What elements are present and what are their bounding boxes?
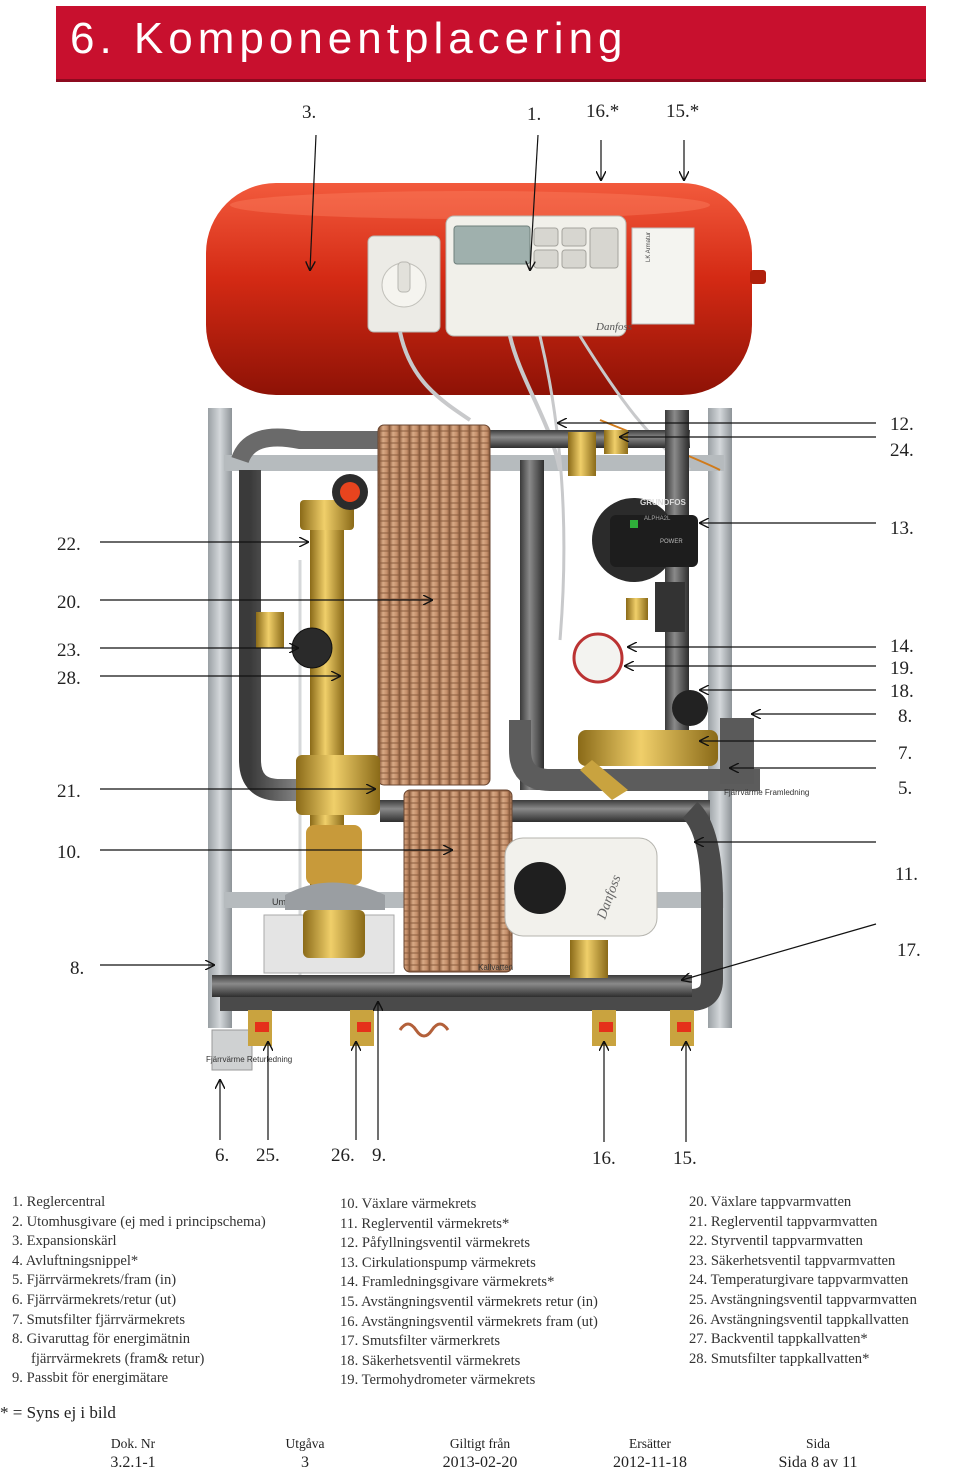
pump-model: ALPHA2L bbox=[644, 516, 671, 522]
legend-item: 14. Framledningsgivare värmekrets* bbox=[340, 1274, 555, 1291]
legend-item: 11. Reglerventil värmekrets* bbox=[340, 1215, 510, 1232]
callout-14: 14. bbox=[890, 636, 914, 657]
legend-item: 21. Reglerventil tappvarmvatten bbox=[689, 1213, 878, 1230]
callout-16star: 16.* bbox=[586, 101, 620, 122]
callout-26: 26. bbox=[331, 1145, 355, 1166]
legend-item: 15. Avstängningsventil värmekrets retur … bbox=[340, 1293, 598, 1310]
callout-11: 11. bbox=[895, 864, 919, 885]
legend-col-1: 1. Reglercentral 2. Utomhusgivare (ej me… bbox=[12, 1193, 266, 1389]
label-fjarr-fram: Fjärrvärme Framledning bbox=[724, 788, 809, 797]
legend-item: 13. Cirkulationspump värmekrets bbox=[340, 1254, 536, 1271]
callout-25: 25. bbox=[256, 1145, 280, 1166]
legend-item: 25. Avstängningsventil tappvarmvatten bbox=[689, 1291, 917, 1308]
callout-1: 1. bbox=[527, 104, 542, 125]
callout-8-left: 8. bbox=[70, 958, 85, 979]
footer-sida: Sida Sida 8 av 11 bbox=[778, 1436, 858, 1471]
callout-13: 13. bbox=[890, 518, 914, 539]
label-fjarr-retur: Fjärrvärme Returledning bbox=[206, 1055, 292, 1064]
legend-item: 10. Växlare värmekrets bbox=[340, 1196, 477, 1212]
footer-doknr: Dok. Nr 3.2.1-1 bbox=[110, 1436, 156, 1471]
callout-7: 7. bbox=[898, 743, 913, 764]
legend-item: fjärrvärmekrets (fram& retur) bbox=[31, 1350, 205, 1367]
legend-item: 18. Säkerhetsventil värmekrets bbox=[340, 1352, 521, 1369]
legend-item: 2. Utomhusgivare (ej med i principschema… bbox=[12, 1213, 266, 1230]
legend-col-3: 20. Växlare tappvarmvatten 21. Reglerven… bbox=[689, 1193, 917, 1369]
legend-item: 7. Smutsfilter fjärrvärmekrets bbox=[12, 1311, 186, 1328]
callout-20: 20. bbox=[57, 592, 81, 613]
legend-item: 6. Fjärrvärmekrets/retur (ut) bbox=[12, 1291, 177, 1308]
page-title: 6. Komponentplacering bbox=[70, 14, 628, 63]
callout-10: 10. bbox=[57, 842, 81, 863]
legend-item: 27. Backventil tappkallvatten* bbox=[689, 1331, 868, 1348]
legend-item: 9. Passbit för energimätare bbox=[12, 1370, 169, 1387]
callout-21: 21. bbox=[57, 781, 81, 802]
legend-item: 4. Avluftningsnippel* bbox=[12, 1252, 139, 1269]
page-header: 6. Komponentplacering bbox=[56, 6, 926, 82]
document-footer: Dok. Nr 3.2.1-1 Utgåva 3 Giltigt från 20… bbox=[0, 1436, 960, 1473]
callout-5: 5. bbox=[898, 778, 913, 799]
lk-label: LK Armatur bbox=[646, 232, 652, 262]
callout-8-right: 8. bbox=[898, 706, 913, 727]
callout-16: 16. bbox=[592, 1148, 616, 1169]
callout-24: 24. bbox=[890, 440, 914, 461]
legend-item: 26. Avstängningsventil tappkallvatten bbox=[689, 1311, 909, 1328]
legend-item: 24. Temperaturgivare tappvarmvatten bbox=[689, 1272, 909, 1289]
legend-item: 8. Givaruttag för energimätnin bbox=[12, 1331, 191, 1348]
controller-brand: Danfoss bbox=[595, 321, 632, 333]
callout-22: 22. bbox=[57, 534, 81, 555]
callout-3: 3. bbox=[302, 102, 317, 123]
footer-utgava: Utgåva 3 bbox=[285, 1436, 325, 1471]
pump-power: POWER bbox=[660, 539, 683, 545]
footnote: * = Syns ej i bild bbox=[0, 1403, 116, 1422]
footer-giltigt: Giltigt från 2013-02-20 bbox=[442, 1436, 518, 1471]
footer-ersatter: Ersätter 2012-11-18 bbox=[612, 1436, 688, 1471]
component-photo: Danfoss LK Armatur Fjärrvärme Framlednin… bbox=[100, 134, 877, 1142]
frame-left bbox=[208, 408, 232, 1028]
heat-exchanger-lower bbox=[403, 789, 513, 973]
legend-item: 12. Påfyllningsventil värmekrets bbox=[340, 1235, 531, 1252]
callout-15star: 15.* bbox=[666, 101, 700, 122]
label-kallvatten: Kallvatten bbox=[478, 963, 513, 972]
legend-item: 1. Reglercentral bbox=[12, 1194, 106, 1210]
heat-exchanger-upper bbox=[377, 424, 491, 786]
legend-item: 16. Avstängningsventil värmekrets fram (… bbox=[340, 1313, 598, 1330]
legend-item: 3. Expansionskärl bbox=[12, 1233, 117, 1250]
thermohydrometer bbox=[572, 632, 624, 684]
legend-col-2: 10. Växlare värmekrets 11. Reglerventil … bbox=[340, 1195, 598, 1391]
legend-item: 22. Styrventil tappvarmvatten bbox=[689, 1233, 863, 1250]
callout-28: 28. bbox=[57, 668, 81, 689]
legend-item: 19. Termohydrometer värmekrets bbox=[340, 1372, 536, 1389]
legend-item: 28. Smutsfilter tappkallvatten* bbox=[689, 1350, 870, 1367]
legend-item: 17. Smutsfilter värmerkrets bbox=[340, 1333, 501, 1350]
legend-item: 5. Fjärrvärmekrets/fram (in) bbox=[12, 1272, 177, 1289]
legend-item: 23. Säkerhetsventil tappvarmvatten bbox=[689, 1252, 896, 1269]
pump-brand: GRUNDFOS bbox=[640, 498, 686, 507]
callout-19: 19. bbox=[890, 658, 914, 679]
callout-6: 6. bbox=[215, 1145, 230, 1166]
callout-15: 15. bbox=[673, 1148, 697, 1169]
callout-17: 17. bbox=[897, 940, 921, 961]
callout-23: 23. bbox=[57, 640, 81, 661]
callout-12: 12. bbox=[890, 414, 914, 435]
callout-9: 9. bbox=[372, 1145, 387, 1166]
callout-18: 18. bbox=[890, 681, 914, 702]
legend-item: 20. Växlare tappvarmvatten bbox=[689, 1194, 852, 1210]
